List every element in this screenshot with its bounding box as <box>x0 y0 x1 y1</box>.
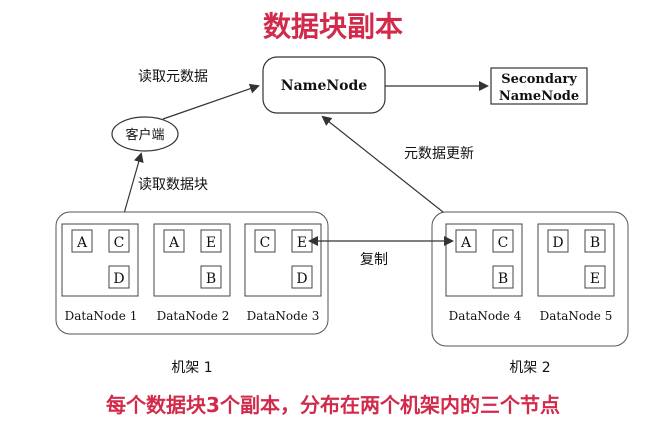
block-cell <box>584 265 606 289</box>
secondary-namenode-box <box>490 67 588 105</box>
secondary-namenode-label-line2: NameNode <box>499 89 579 104</box>
replicate-label: 复制 <box>360 251 388 268</box>
datanode-3-label: DataNode 3 <box>247 309 320 323</box>
block-cell <box>492 265 514 289</box>
secondary-namenode-label-line1: Secondary <box>501 72 577 87</box>
block-label: D <box>296 271 307 287</box>
rack-1-label: 机架 1 <box>171 360 212 376</box>
block-label: A <box>168 235 180 251</box>
block-label: B <box>590 235 600 251</box>
block-label: E <box>206 235 216 251</box>
datanode-2-label: DataNode 2 <box>157 309 230 323</box>
block-cell <box>108 229 130 253</box>
page-title: 数据块副本 <box>263 10 403 43</box>
block-label: C <box>260 235 271 251</box>
block-label: D <box>552 235 563 251</box>
namenode-label: NameNode <box>281 78 368 94</box>
block-cell <box>163 229 185 253</box>
client-to-namenode-arrow <box>162 83 260 120</box>
block-cell <box>71 229 93 253</box>
datanode-1: A C D DataNode 1 <box>61 223 139 323</box>
client-label: 客户端 <box>125 127 164 143</box>
datanode-2: A E B DataNode 2 <box>153 223 231 323</box>
block-cell <box>492 229 514 253</box>
client-ellipse <box>111 116 179 152</box>
rack-2-label: 机架 2 <box>509 360 550 376</box>
block-cell <box>291 265 313 289</box>
block-cell <box>547 229 569 253</box>
block-cell <box>200 229 222 253</box>
datanode-4: A C B DataNode 4 <box>445 223 523 323</box>
block-label: A <box>460 235 472 251</box>
metadata-update-label: 元数据更新 <box>404 146 474 162</box>
block-label: B <box>206 271 216 287</box>
datanode-1-label: DataNode 1 <box>65 309 138 323</box>
block-label: C <box>498 235 509 251</box>
datanode-3: C E D DataNode 3 <box>244 223 322 323</box>
footer-caption: 每个数据块3个副本，分布在两个机架内的三个节点 <box>106 393 560 417</box>
block-cell <box>584 229 606 253</box>
read-metadata-label: 读取元数据 <box>138 68 208 85</box>
datanode-5: D B E DataNode 5 <box>537 223 615 323</box>
block-label: B <box>498 271 508 287</box>
block-label: E <box>590 271 600 287</box>
block-label: C <box>114 235 125 251</box>
read-blocks-label: 读取数据块 <box>138 176 208 193</box>
block-cell <box>254 229 276 253</box>
namenode-box <box>262 56 386 114</box>
block-label: E <box>297 235 307 251</box>
block-label: D <box>113 271 124 287</box>
datanode-4-label: DataNode 4 <box>449 309 522 323</box>
datanode-5-label: DataNode 5 <box>540 309 613 323</box>
block-cell <box>200 265 222 289</box>
block-label: A <box>76 235 88 251</box>
block-cell <box>108 265 130 289</box>
block-cell <box>455 229 477 253</box>
